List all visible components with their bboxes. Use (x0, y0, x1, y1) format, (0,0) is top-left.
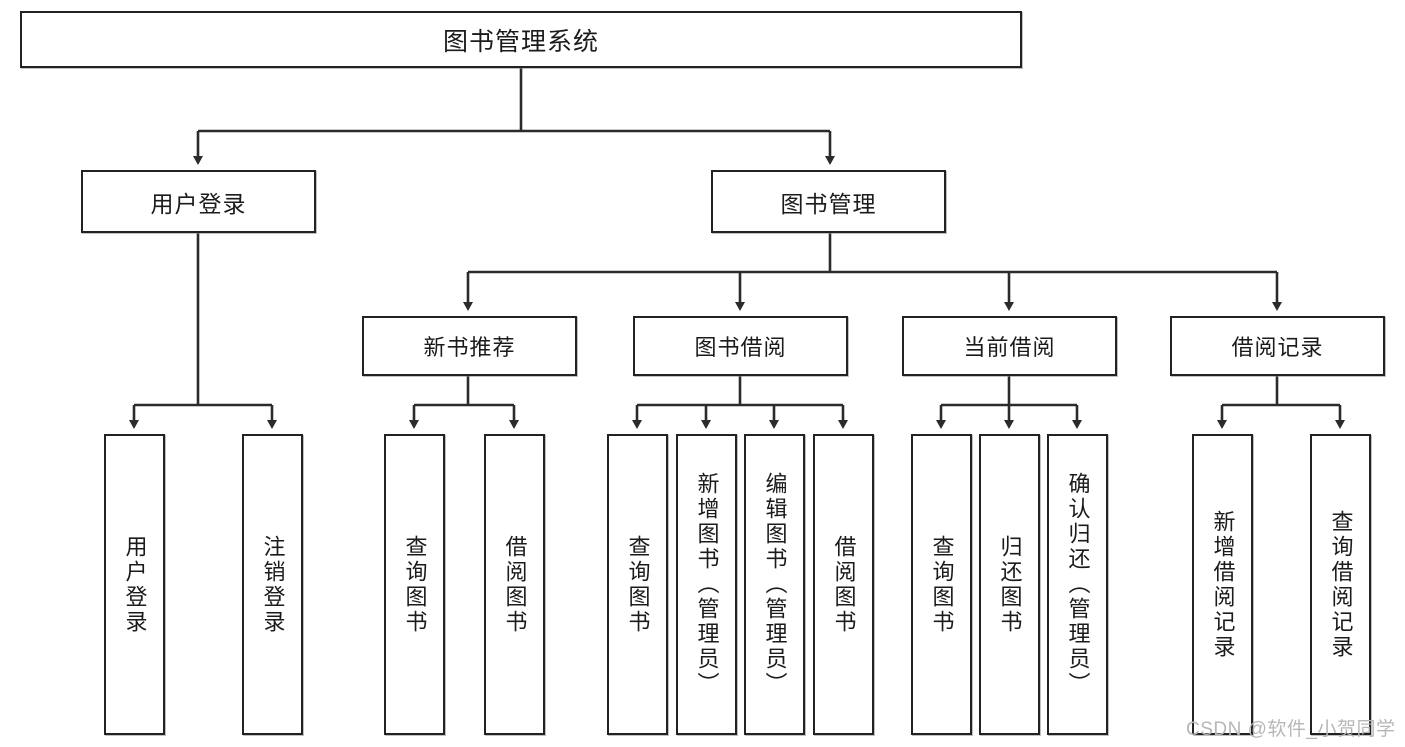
leaf-label: 新增图书（管理员） (694, 472, 720, 697)
leaf-label: 查询图书 (402, 534, 428, 635)
leaf-user-login-login[interactable]: 用户登录 (104, 434, 165, 735)
leaf-borrow-record-query[interactable]: 查询借阅记录 (1310, 434, 1371, 735)
leaf-label: 借阅图书 (831, 534, 857, 635)
node-book-borrow[interactable]: 图书借阅 (633, 316, 848, 376)
node-root-label: 图书管理系统 (442, 27, 599, 56)
node-new-book-recommend[interactable]: 新书推荐 (362, 316, 577, 376)
leaf-label: 确认归还（管理员） (1065, 472, 1091, 697)
leaf-label: 新增借阅记录 (1210, 509, 1236, 660)
leaf-current-borrow-confirm-return[interactable]: 确认归还（管理员） (1047, 434, 1108, 735)
leaf-book-borrow-edit[interactable]: 编辑图书（管理员） (744, 434, 805, 735)
node-root[interactable]: 图书管理系统 (20, 11, 1022, 68)
leaf-book-borrow-query[interactable]: 查询图书 (607, 434, 668, 735)
leaf-new-book-query[interactable]: 查询图书 (384, 434, 445, 735)
node-borrow-record-label: 借阅记录 (1231, 335, 1324, 360)
node-book-management-label: 图书管理 (780, 190, 877, 217)
leaf-label: 查询图书 (929, 534, 955, 635)
csdn-watermark: CSDN @软件_小贺同学 (1186, 719, 1396, 740)
leaf-borrow-record-add[interactable]: 新增借阅记录 (1192, 434, 1253, 735)
node-borrow-record[interactable]: 借阅记录 (1170, 316, 1385, 376)
node-current-borrow-label: 当前借阅 (963, 335, 1056, 360)
leaf-user-login-logout[interactable]: 注销登录 (242, 434, 303, 735)
leaf-label: 借阅图书 (502, 534, 528, 635)
leaf-label: 查询借阅记录 (1328, 509, 1354, 660)
node-book-management[interactable]: 图书管理 (711, 170, 946, 233)
leaf-current-borrow-query[interactable]: 查询图书 (911, 434, 972, 735)
node-new-book-recommend-label: 新书推荐 (423, 335, 516, 360)
leaf-book-borrow-borrow[interactable]: 借阅图书 (813, 434, 874, 735)
node-book-borrow-label: 图书借阅 (694, 335, 787, 360)
node-user-login[interactable]: 用户登录 (81, 170, 316, 233)
leaf-label: 注销登录 (260, 534, 286, 635)
leaf-current-borrow-return[interactable]: 归还图书 (979, 434, 1040, 735)
leaf-label: 归还图书 (997, 534, 1023, 635)
node-current-borrow[interactable]: 当前借阅 (902, 316, 1117, 376)
leaf-book-borrow-add[interactable]: 新增图书（管理员） (676, 434, 737, 735)
leaf-label: 编辑图书（管理员） (762, 472, 788, 697)
leaf-label: 查询图书 (625, 534, 651, 635)
leaf-label: 用户登录 (122, 534, 148, 635)
node-user-login-label: 用户登录 (150, 190, 247, 217)
leaf-new-book-borrow[interactable]: 借阅图书 (484, 434, 545, 735)
